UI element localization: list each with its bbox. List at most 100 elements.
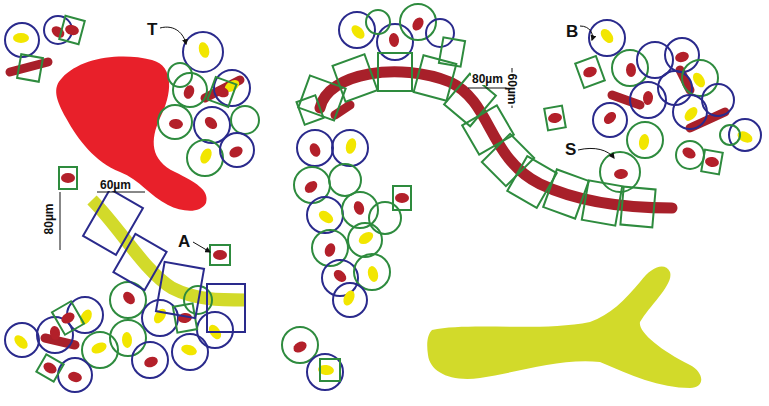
nucleus <box>12 333 30 351</box>
nucleus <box>643 91 654 106</box>
cell-outline <box>544 106 566 131</box>
cell-outline <box>158 105 192 139</box>
cell-outline <box>296 95 323 124</box>
nucleus <box>601 110 618 127</box>
cell-outline <box>156 262 204 318</box>
nucleus <box>626 63 636 77</box>
cell-outline <box>59 167 77 189</box>
nucleus <box>349 23 367 42</box>
nucleus <box>213 250 227 260</box>
nucleus <box>151 307 168 326</box>
cell-outline <box>426 19 454 47</box>
yellow-region <box>427 267 701 388</box>
cell-outline <box>702 84 734 116</box>
nucleus <box>613 168 628 180</box>
cell-outline <box>142 300 178 336</box>
cell-outline <box>5 323 39 357</box>
cell-outline <box>168 63 192 87</box>
cell-outline <box>83 189 143 255</box>
cell-outline <box>208 77 237 107</box>
nucleus <box>61 173 75 183</box>
cell-outline <box>297 130 333 166</box>
nucleus <box>352 200 366 216</box>
cell-outline <box>439 37 465 66</box>
cell-outline <box>220 133 254 167</box>
cell-outline <box>59 16 85 44</box>
cell-outline <box>36 354 63 381</box>
leader-lines <box>160 26 614 252</box>
cell-outline <box>593 103 627 137</box>
nucleus <box>598 27 616 46</box>
nucleus <box>704 156 720 168</box>
nucleus <box>198 147 214 166</box>
cell-outline <box>231 106 259 134</box>
nucleus <box>308 142 323 159</box>
cell-outline <box>333 54 378 101</box>
nucleus <box>344 137 358 155</box>
nucleus <box>317 208 336 225</box>
cell-outline <box>366 10 390 34</box>
cell-outline <box>393 186 411 210</box>
cell-outline <box>282 327 318 363</box>
cell-outline <box>462 105 514 154</box>
cell-outline <box>17 54 43 81</box>
nucleus <box>214 85 231 99</box>
nucleus <box>67 371 83 384</box>
dimension-label: 80µm <box>471 73 504 85</box>
nucleus <box>690 71 707 90</box>
nucleus <box>59 310 76 326</box>
nucleus <box>90 340 109 356</box>
cell-outline <box>378 53 412 91</box>
callout-letter: S <box>565 141 576 158</box>
cell-outline <box>582 180 622 225</box>
nucleus <box>122 332 133 349</box>
cell-outline <box>414 55 457 101</box>
nucleus <box>143 355 159 369</box>
cell-outline <box>329 164 361 196</box>
cell-outline <box>354 254 390 290</box>
cell-outline <box>630 82 666 118</box>
cell-outline <box>197 312 233 348</box>
cell-outline <box>187 140 223 176</box>
nucleus <box>410 15 426 32</box>
red-region <box>56 57 206 211</box>
cell-outline <box>307 197 343 233</box>
nucleus <box>13 33 29 43</box>
nucleus <box>41 360 58 376</box>
nucleus <box>638 133 650 150</box>
nucleus <box>331 268 348 285</box>
cell-outline <box>720 125 740 145</box>
cell-outline <box>52 301 84 335</box>
cell-outline <box>332 130 368 166</box>
nucleus <box>582 65 599 79</box>
dimension-label: 80µm <box>43 203 55 236</box>
nucleus <box>388 33 399 48</box>
cell-outline <box>113 234 166 290</box>
cell-outline <box>620 187 655 228</box>
nucleus <box>121 289 138 306</box>
cell-outline <box>543 169 589 218</box>
nucleus <box>323 242 337 258</box>
nucleus <box>227 144 244 159</box>
dimension-label: 60µm <box>99 179 132 191</box>
dimension-ticks <box>60 68 512 250</box>
nucleus <box>357 229 376 246</box>
cell-outline <box>132 342 168 378</box>
cell-outline <box>207 284 245 332</box>
nucleus <box>291 339 308 355</box>
nucleus <box>547 112 563 124</box>
cell-outline <box>701 150 723 175</box>
nucleus <box>680 145 697 161</box>
nucleus <box>180 343 198 357</box>
callout-letter: T <box>147 21 157 38</box>
nucleus <box>169 118 184 129</box>
cell-outline <box>307 354 343 390</box>
cell-outline <box>627 122 663 158</box>
cell-outline <box>333 283 367 317</box>
nucleus <box>64 23 80 36</box>
nucleus <box>49 325 61 340</box>
cell-outline <box>320 359 340 381</box>
callout-letter: A <box>178 233 190 250</box>
cell-outline <box>5 23 39 57</box>
